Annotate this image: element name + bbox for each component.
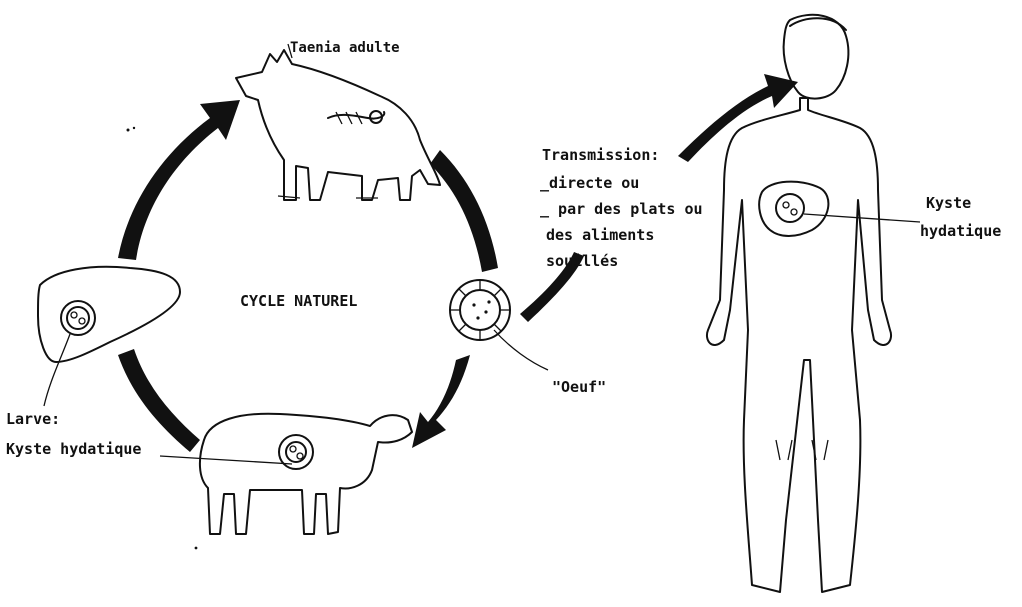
label-larve: Larve: [6,410,60,428]
label-transmission-1: _directe ou [540,174,639,192]
dog-illustration [236,44,440,200]
sheep-illustration [200,414,412,534]
label-transmission-3: des aliments [546,226,654,244]
label-taenia: Taenia adulte [290,40,400,56]
egg-illustration [450,280,548,370]
label-larve-kyste: Kyste hydatique [6,440,141,458]
label-kyste: Kyste [926,194,971,212]
label-transmission-title: Transmission: [542,146,659,164]
arrow-liver-to-dog [118,100,240,260]
label-transmission-2: _ par des plats ou [540,200,703,218]
label-oeuf: "Oeuf" [552,378,606,396]
arrow-dog-to-egg [430,150,498,272]
liver-illustration [38,267,180,406]
human-illustration [707,15,920,592]
label-kyste-hydatique: hydatique [920,222,1001,240]
arrow-egg-to-sheep [412,355,470,448]
label-cycle: CYCLE NATUREL [240,292,357,310]
arrow-sheep-to-liver [118,349,200,452]
label-transmission-4: souillés [546,252,618,270]
